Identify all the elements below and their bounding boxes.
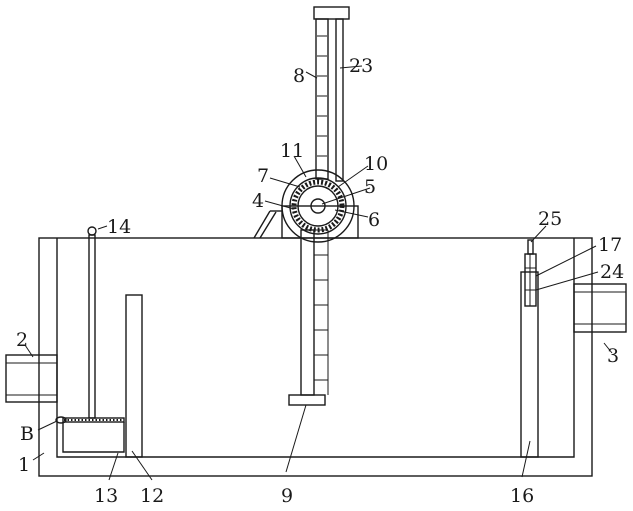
label-14: 14 (107, 216, 131, 238)
label-3: 3 (607, 345, 619, 367)
right-sensor-assembly (524, 239, 537, 307)
label-23: 23 (349, 55, 373, 77)
inlet-pipe (5, 354, 58, 403)
hinge-b (55, 416, 67, 424)
label-11: 11 (280, 140, 304, 162)
left-rod-assembly (55, 226, 125, 453)
label-b: B (20, 423, 34, 445)
leader-lines (24, 65, 613, 481)
tank-body (38, 237, 593, 477)
label-8: 8 (293, 65, 305, 87)
lower-rack (288, 229, 329, 406)
baffle-plate (125, 294, 143, 458)
support-bracket (253, 205, 359, 239)
label-25: 25 (538, 208, 562, 230)
label-16: 16 (510, 485, 534, 507)
label-10: 10 (364, 153, 388, 175)
label-13: 13 (94, 485, 118, 507)
outlet-pipe (573, 283, 627, 333)
vertical-rack (313, 6, 350, 182)
label-17: 17 (598, 234, 622, 256)
label-9: 9 (281, 485, 293, 507)
label-5: 5 (364, 176, 376, 198)
label-24: 24 (600, 261, 624, 283)
label-12: 12 (140, 485, 164, 507)
label-2: 2 (16, 329, 28, 351)
label-4: 4 (252, 190, 264, 212)
label-1: 1 (18, 454, 30, 476)
part-labels: 1 2 3 4 5 6 7 8 9 10 11 12 13 14 16 17 2… (16, 55, 624, 507)
label-6: 6 (368, 209, 380, 231)
label-7: 7 (257, 165, 269, 187)
